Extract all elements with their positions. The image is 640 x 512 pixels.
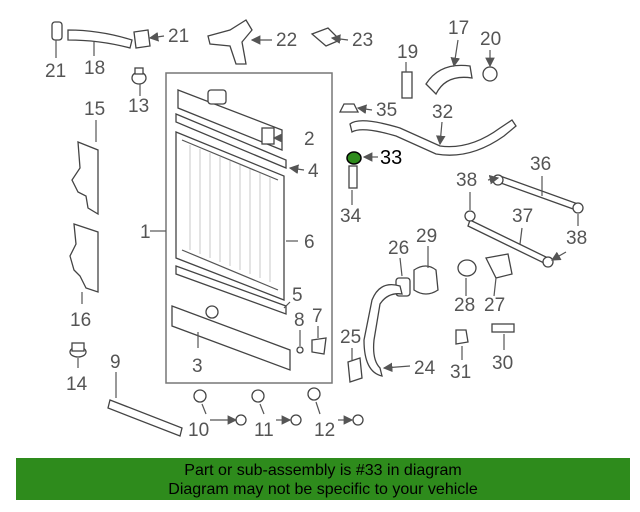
- label-13: 13: [128, 96, 149, 117]
- grommet-11b[interactable]: [290, 414, 302, 426]
- leader-lines: [55, 32, 579, 425]
- radiator-core[interactable]: [175, 131, 285, 301]
- label-19: 19: [397, 42, 418, 63]
- grommet-10a[interactable]: [193, 389, 207, 403]
- label-15: 15: [84, 99, 105, 120]
- label-29: 29: [416, 226, 437, 247]
- label-35: 35: [376, 100, 397, 121]
- label-10: 10: [188, 420, 209, 441]
- upper-hose-18[interactable]: [67, 29, 133, 49]
- upper-gasket[interactable]: [175, 113, 287, 169]
- label-27: 27: [484, 295, 505, 316]
- label-20: 20: [480, 29, 501, 50]
- label-32: 32: [432, 102, 453, 123]
- o-ring-33-highlighted[interactable]: [346, 151, 362, 165]
- label-38a: 38: [456, 170, 477, 191]
- hose-36[interactable]: [497, 175, 579, 211]
- label-6: 6: [304, 232, 315, 253]
- label-18: 18: [84, 58, 105, 79]
- clamp-20[interactable]: [482, 66, 498, 82]
- part-labels: 1 2 3 4 5 6 7 8 9 10 11 12 13 14 15 16 1…: [45, 18, 587, 441]
- drain-cock-7[interactable]: [311, 337, 327, 355]
- clip-21a[interactable]: [51, 21, 63, 41]
- clip-38c[interactable]: [572, 202, 584, 214]
- flange-29[interactable]: [413, 265, 439, 295]
- label-26: 26: [388, 238, 409, 259]
- label-36: 36: [530, 154, 551, 175]
- cushion-13[interactable]: [131, 67, 147, 85]
- stud-34[interactable]: [348, 165, 358, 189]
- label-23: 23: [352, 30, 373, 51]
- grommet-11a[interactable]: [251, 389, 265, 403]
- o-ring-8[interactable]: [296, 346, 304, 354]
- clip-38b[interactable]: [464, 210, 476, 222]
- part-19[interactable]: [401, 71, 413, 99]
- water-pipe-32[interactable]: [349, 119, 517, 156]
- label-1: 1: [140, 222, 151, 243]
- upper-tank[interactable]: [177, 89, 283, 151]
- thermostat-27[interactable]: [485, 253, 513, 279]
- label-3: 3: [192, 356, 203, 377]
- label-9: 9: [110, 352, 121, 373]
- label-17: 17: [448, 18, 469, 39]
- label-4: 4: [308, 161, 319, 182]
- hose-17[interactable]: [425, 64, 473, 96]
- label-34: 34: [340, 206, 362, 227]
- radiator-assembly-frame: [165, 72, 333, 384]
- info-banner: Part or sub-assembly is #33 in diagram D…: [16, 458, 630, 500]
- label-16: 16: [70, 310, 91, 331]
- bracket-16[interactable]: [69, 223, 99, 293]
- label-38b: 38: [566, 228, 587, 249]
- nut-31[interactable]: [455, 329, 469, 345]
- stud-30[interactable]: [491, 323, 515, 333]
- clip-21b[interactable]: [133, 29, 151, 49]
- clip-25[interactable]: [347, 357, 363, 383]
- label-28: 28: [454, 295, 475, 316]
- bracket-15[interactable]: [71, 141, 99, 216]
- parts-diagram: 1 2 3 4 5 6 7 8 9 10 11 12 13 14 15 16 1…: [45, 18, 587, 441]
- water-outlet-22[interactable]: [207, 19, 253, 65]
- label-30: 30: [492, 353, 513, 374]
- clip-38a[interactable]: [492, 174, 504, 186]
- label-24: 24: [414, 358, 436, 379]
- label-33-highlighted: 33: [380, 147, 402, 169]
- pipe-9[interactable]: [107, 399, 183, 437]
- ring-28[interactable]: [457, 259, 477, 277]
- banner-line-1: Part or sub-assembly is #33 in diagram: [184, 462, 462, 479]
- label-8: 8: [294, 310, 305, 331]
- label-11: 11: [254, 420, 274, 441]
- label-22: 22: [276, 30, 297, 51]
- grommet-10b[interactable]: [235, 414, 247, 426]
- label-5: 5: [292, 285, 303, 306]
- label-14: 14: [66, 374, 88, 395]
- label-37: 37: [512, 206, 533, 227]
- grommet-12b[interactable]: [352, 414, 364, 426]
- cap-23[interactable]: [310, 27, 342, 47]
- clip-38d[interactable]: [542, 256, 554, 268]
- label-12: 12: [314, 420, 335, 441]
- grommet-12a[interactable]: [307, 387, 321, 401]
- label-21b: 21: [168, 26, 189, 47]
- label-2: 2: [304, 129, 315, 150]
- lower-gasket[interactable]: [175, 265, 287, 315]
- lower-tank[interactable]: [171, 305, 291, 371]
- lower-hose-24[interactable]: [363, 283, 403, 377]
- banner-line-2: Diagram may not be specific to your vehi…: [168, 481, 478, 498]
- label-31: 31: [450, 362, 471, 383]
- label-21a: 21: [45, 61, 66, 82]
- label-25: 25: [340, 327, 361, 348]
- nut-35[interactable]: [338, 103, 360, 113]
- cushion-14[interactable]: [69, 342, 87, 358]
- label-7: 7: [312, 306, 323, 327]
